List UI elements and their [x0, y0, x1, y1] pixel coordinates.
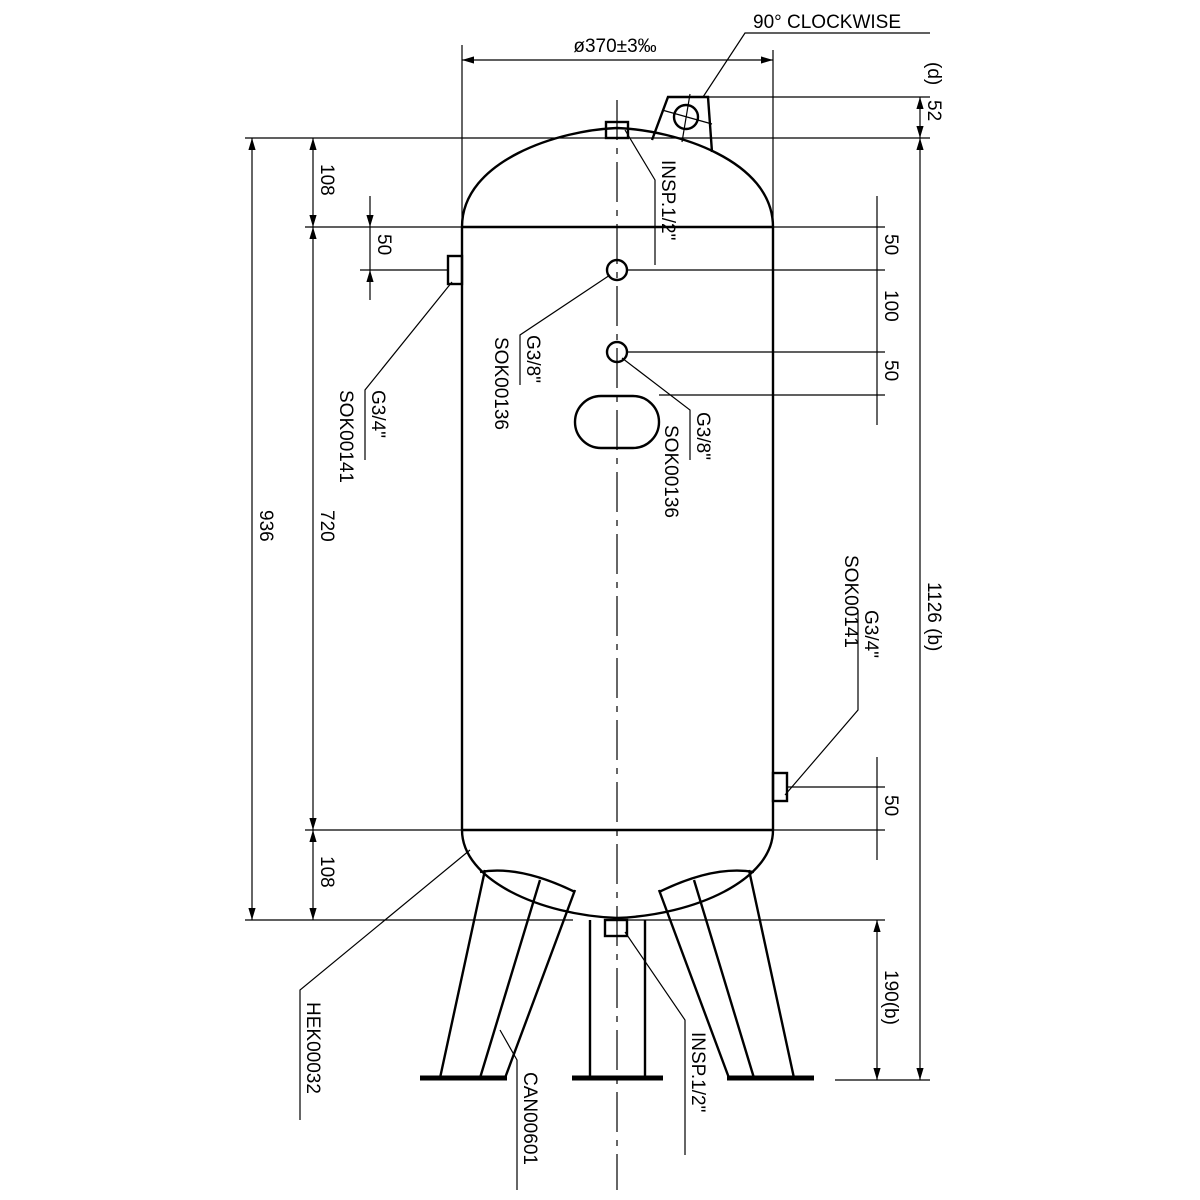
insp-bottom-label: INSP.1/2" [687, 1032, 708, 1112]
leader-lines [299, 32, 930, 1190]
top-head-label: 108 [316, 164, 337, 196]
lug-ref-label: (d) [923, 62, 944, 85]
right-second-offset-label: 50 [880, 360, 901, 381]
dimension-lines [245, 45, 930, 1081]
leg-code-label: CAN00601 [519, 1072, 540, 1165]
g38-right-size: G3/8" [692, 412, 713, 460]
bottom-inspection-nozzle [603, 918, 629, 938]
g34-right-code: SOK00141 [840, 555, 861, 648]
lug-height-label: 52 [923, 100, 944, 121]
leg-height-label: 190(b) [880, 970, 901, 1025]
left-nozzle-offset-label: 50 [373, 234, 394, 255]
legs [420, 869, 814, 1081]
rotation-note: 90° CLOCKWISE [753, 12, 901, 33]
g38-left-size: G3/8" [522, 335, 543, 383]
body-height-label: 936 [255, 510, 276, 542]
manhole [573, 394, 661, 450]
overall-height-label: 1126 (b) [923, 582, 944, 651]
g34-left-code: SOK00141 [335, 390, 356, 483]
g34-right-size: G3/4" [860, 610, 881, 658]
right-nozzle [771, 771, 789, 803]
cylinder-label: 720 [316, 510, 337, 542]
left-nozzle [446, 254, 464, 286]
head-code-label: HEK00032 [302, 1002, 323, 1094]
g38-left-code: SOK00136 [490, 337, 511, 430]
right-top-offset-label: 50 [880, 234, 901, 255]
right-lower-offset-label: 50 [880, 795, 901, 816]
g38-right-code: SOK00136 [660, 425, 681, 518]
lifting-lug [650, 95, 714, 153]
right-spacing-label: 100 [880, 290, 901, 322]
diameter-label: ø370±3‰ [573, 36, 656, 57]
insp-top-label: INSP.1/2" [657, 160, 678, 240]
bottom-head-label: 108 [316, 856, 337, 888]
g34-left-size: G3/4" [367, 390, 388, 438]
